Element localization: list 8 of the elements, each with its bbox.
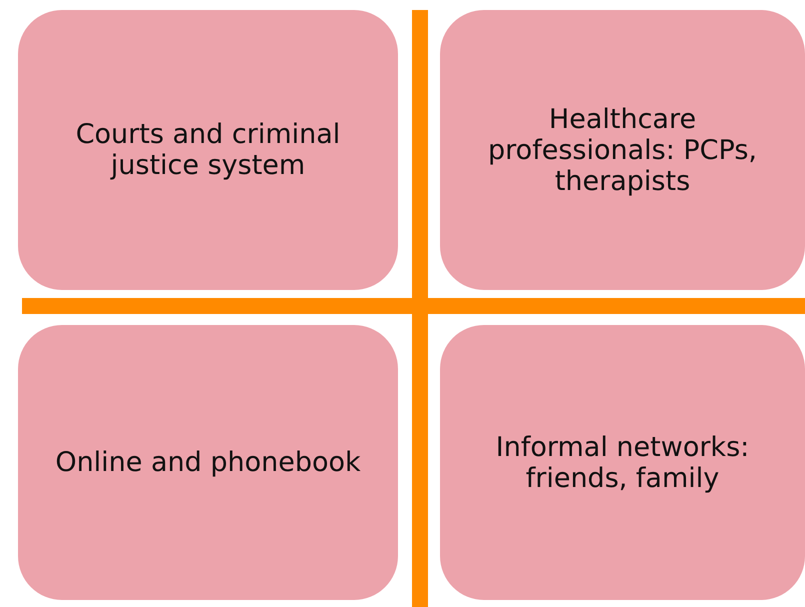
category-box (440, 325, 805, 600)
category-box (18, 10, 398, 290)
box-label: Informal networks: friends, family (494, 432, 750, 494)
category-box (18, 325, 398, 600)
box-label: Online and phonebook (55, 447, 361, 478)
box-label: Courts and criminal justice system (74, 119, 342, 181)
category-box (440, 10, 805, 290)
box-label: Healthcare professionals: PCPs, therapists (487, 104, 758, 196)
